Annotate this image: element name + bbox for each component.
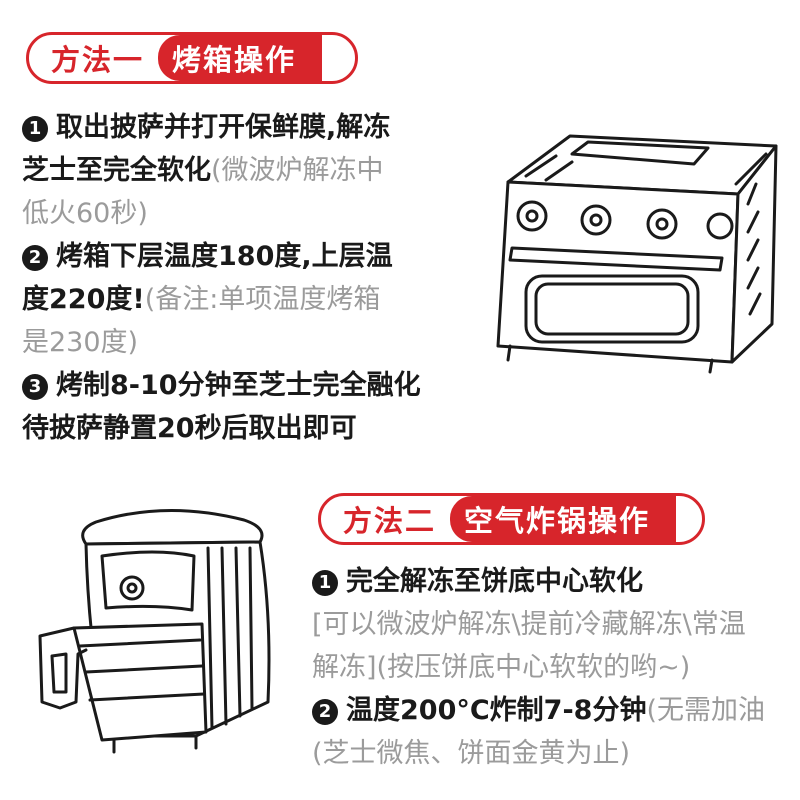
- method2-header: 方法二 空气炸锅操作: [318, 493, 705, 545]
- step-note: 低火60秒): [22, 198, 148, 229]
- step-note: (芝士微焦、饼面金黄为止): [312, 738, 631, 769]
- step-note: (备注:单项温度烤箱: [144, 284, 381, 315]
- step-line: 待披萨静置20秒后取出即可: [22, 407, 421, 450]
- method1-tag: 方法一: [51, 43, 145, 77]
- method1-title: 烤箱操作: [158, 35, 323, 81]
- step-number-badge: 2: [312, 699, 338, 725]
- step-line: 低火60秒): [22, 192, 421, 235]
- step-note: (无需加油: [646, 695, 766, 726]
- step-line: 芝士至完全软化(微波炉解冻中: [22, 149, 421, 192]
- step-line: (芝士微焦、饼面金黄为止): [312, 732, 765, 775]
- step-line: 1 完全解冻至饼底中心软化: [312, 560, 765, 603]
- step-line: [可以微波炉解冻\提前冷藏解冻\常温: [312, 603, 765, 646]
- step-line: 2 烤箱下层温度180度,上层温: [22, 235, 421, 278]
- method1-header: 方法一 烤箱操作: [26, 32, 358, 84]
- step-text: 取出披萨并打开保鲜膜,解冻: [56, 112, 391, 143]
- step-number-badge: 1: [22, 116, 48, 142]
- step-text: 温度200°C炸制7-8分钟: [346, 695, 647, 726]
- step-text: 芝士至完全软化: [22, 155, 211, 186]
- oven-icon: [496, 134, 778, 374]
- step-number-badge: 3: [22, 374, 48, 400]
- method2-steps: 1 完全解冻至饼底中心软化 [可以微波炉解冻\提前冷藏解冻\常温解冻](按压饼底中心…: [312, 560, 765, 775]
- step-line: 1 取出披萨并打开保鲜膜,解冻: [22, 106, 421, 149]
- air-fryer-icon: [38, 508, 271, 754]
- step-text: 烤制8-10分钟至芝士完全融化: [56, 370, 421, 401]
- step-line: 2 温度200°C炸制7-8分钟(无需加油: [312, 689, 765, 732]
- step-line: 是230度): [22, 321, 421, 364]
- step-text: 度220度!: [22, 284, 145, 315]
- step-text: 完全解冻至饼底中心软化: [346, 566, 643, 597]
- step-number-badge: 2: [22, 245, 48, 271]
- step-note: (微波炉解冻中: [211, 155, 384, 186]
- step-line: 度220度!(备注:单项温度烤箱: [22, 278, 421, 321]
- step-line: 解冻](按压饼底中心软软的哟~): [312, 646, 765, 689]
- step-text: 烤箱下层温度180度,上层温: [56, 241, 393, 272]
- step-line: 3 烤制8-10分钟至芝士完全融化: [22, 364, 421, 407]
- method2-tag: 方法二: [343, 504, 437, 538]
- method2-title: 空气炸锅操作: [450, 496, 677, 542]
- step-note: 是230度): [22, 327, 139, 358]
- method1-steps: 1 取出披萨并打开保鲜膜,解冻芝士至完全软化(微波炉解冻中低火60秒) 2 烤箱下层温…: [22, 106, 421, 450]
- step-note: 解冻](按压饼底中心软软的哟~): [312, 652, 691, 683]
- step-text: 待披萨静置20秒后取出即可: [22, 413, 357, 444]
- step-note: [可以微波炉解冻\提前冷藏解冻\常温: [312, 609, 746, 640]
- step-number-badge: 1: [312, 570, 338, 596]
